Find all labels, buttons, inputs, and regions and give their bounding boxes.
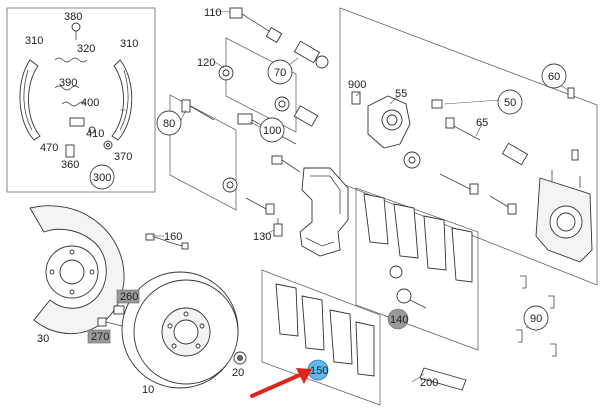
bolt-mid <box>271 155 301 173</box>
red-pointer-arrow <box>250 368 312 398</box>
bolt-c4 <box>489 195 517 215</box>
label-900: 900 <box>348 79 366 91</box>
caliper-bracket <box>299 167 349 257</box>
nut-20 <box>233 351 247 365</box>
bleeder-60 <box>567 87 579 161</box>
bolt-c2 <box>439 173 479 195</box>
pin-380 <box>71 22 81 40</box>
label-70: 70 <box>274 67 286 79</box>
label-270: 270 <box>91 331 109 343</box>
frame-pad-set-lower <box>261 269 381 406</box>
label-260-highlight <box>116 289 140 304</box>
callout-100 <box>259 117 285 143</box>
label-310-right: 310 <box>120 38 138 50</box>
label-30: 30 <box>37 333 49 345</box>
label-380: 380 <box>64 11 82 23</box>
label-390: 390 <box>59 77 77 89</box>
part-labels: 380 310 310 320 390 400 410 470 360 370 … <box>25 7 560 396</box>
sensor-900 <box>351 91 361 105</box>
clips-90 <box>516 275 557 357</box>
label-100: 100 <box>263 125 281 137</box>
label-410: 410 <box>86 128 104 140</box>
brake-shoe-left <box>19 59 41 141</box>
label-200: 200 <box>420 377 438 389</box>
bolt-80 <box>181 99 215 121</box>
bolt-110 <box>229 7 283 43</box>
callout-60 <box>541 63 567 89</box>
grease-tube-200 <box>419 367 467 391</box>
label-130: 130 <box>253 231 271 243</box>
frame-guide-pin-set <box>225 37 297 133</box>
callout-300 <box>89 164 115 190</box>
caliper-main <box>535 170 593 263</box>
spring-320 <box>54 57 88 91</box>
frame-pin-set-80 <box>169 94 237 211</box>
clip-140 <box>389 265 427 309</box>
nut-50 <box>431 99 443 109</box>
ring-c1 <box>403 151 421 169</box>
wear-sensor-160 <box>145 233 189 250</box>
bolt-130 <box>273 218 283 237</box>
bolt-260 <box>113 305 125 315</box>
label-360: 360 <box>61 159 79 171</box>
label-320: 320 <box>77 43 95 55</box>
label-50: 50 <box>504 97 516 109</box>
backing-plate-30 <box>29 205 125 334</box>
frame-caliper-assembly <box>339 7 598 286</box>
label-55: 55 <box>395 88 407 100</box>
label-470: 470 <box>40 142 58 154</box>
callout-80 <box>156 110 182 136</box>
callout-50 <box>497 89 523 115</box>
piston-c3 <box>501 142 529 166</box>
ring-120 <box>218 65 234 81</box>
sleeve-70 <box>293 40 329 69</box>
part-360 <box>65 144 75 158</box>
pads-lower <box>275 283 375 377</box>
label-90: 90 <box>530 313 542 325</box>
label-400: 400 <box>81 97 99 109</box>
spring-400 <box>61 101 87 107</box>
label-310-left: 310 <box>25 35 43 47</box>
label-65: 65 <box>476 117 488 129</box>
label-370: 370 <box>114 151 132 163</box>
label-120: 120 <box>197 57 215 69</box>
caliper-housing-55 <box>367 95 411 149</box>
label-80: 80 <box>163 118 175 130</box>
label-20: 20 <box>232 367 244 379</box>
label-10: 10 <box>142 384 154 396</box>
label-140: 140 <box>390 314 408 326</box>
label-60: 60 <box>548 71 560 83</box>
brake-disc-10 <box>121 271 239 389</box>
label-260: 260 <box>120 291 138 303</box>
callout-140-highlight <box>387 308 409 330</box>
callout-90 <box>523 305 549 331</box>
frame-drum-brake-kit <box>6 7 156 193</box>
label-110: 110 <box>204 7 222 19</box>
label-270-highlight <box>87 329 111 344</box>
label-160: 160 <box>164 231 182 243</box>
bolt-65 <box>445 117 481 141</box>
frame-pad-set-upper <box>355 187 479 351</box>
ring-80b <box>222 177 238 193</box>
label-300: 300 <box>93 172 111 184</box>
pads-upper <box>363 193 473 283</box>
ring-70b <box>274 96 290 112</box>
callout-70 <box>267 59 293 85</box>
bolt-lower <box>245 197 275 215</box>
label-150: 150 <box>310 365 328 377</box>
adjuster-410 <box>69 117 96 134</box>
part-370 <box>103 140 113 150</box>
bolt-270 <box>97 317 123 327</box>
brake-shoe-right <box>111 59 133 141</box>
